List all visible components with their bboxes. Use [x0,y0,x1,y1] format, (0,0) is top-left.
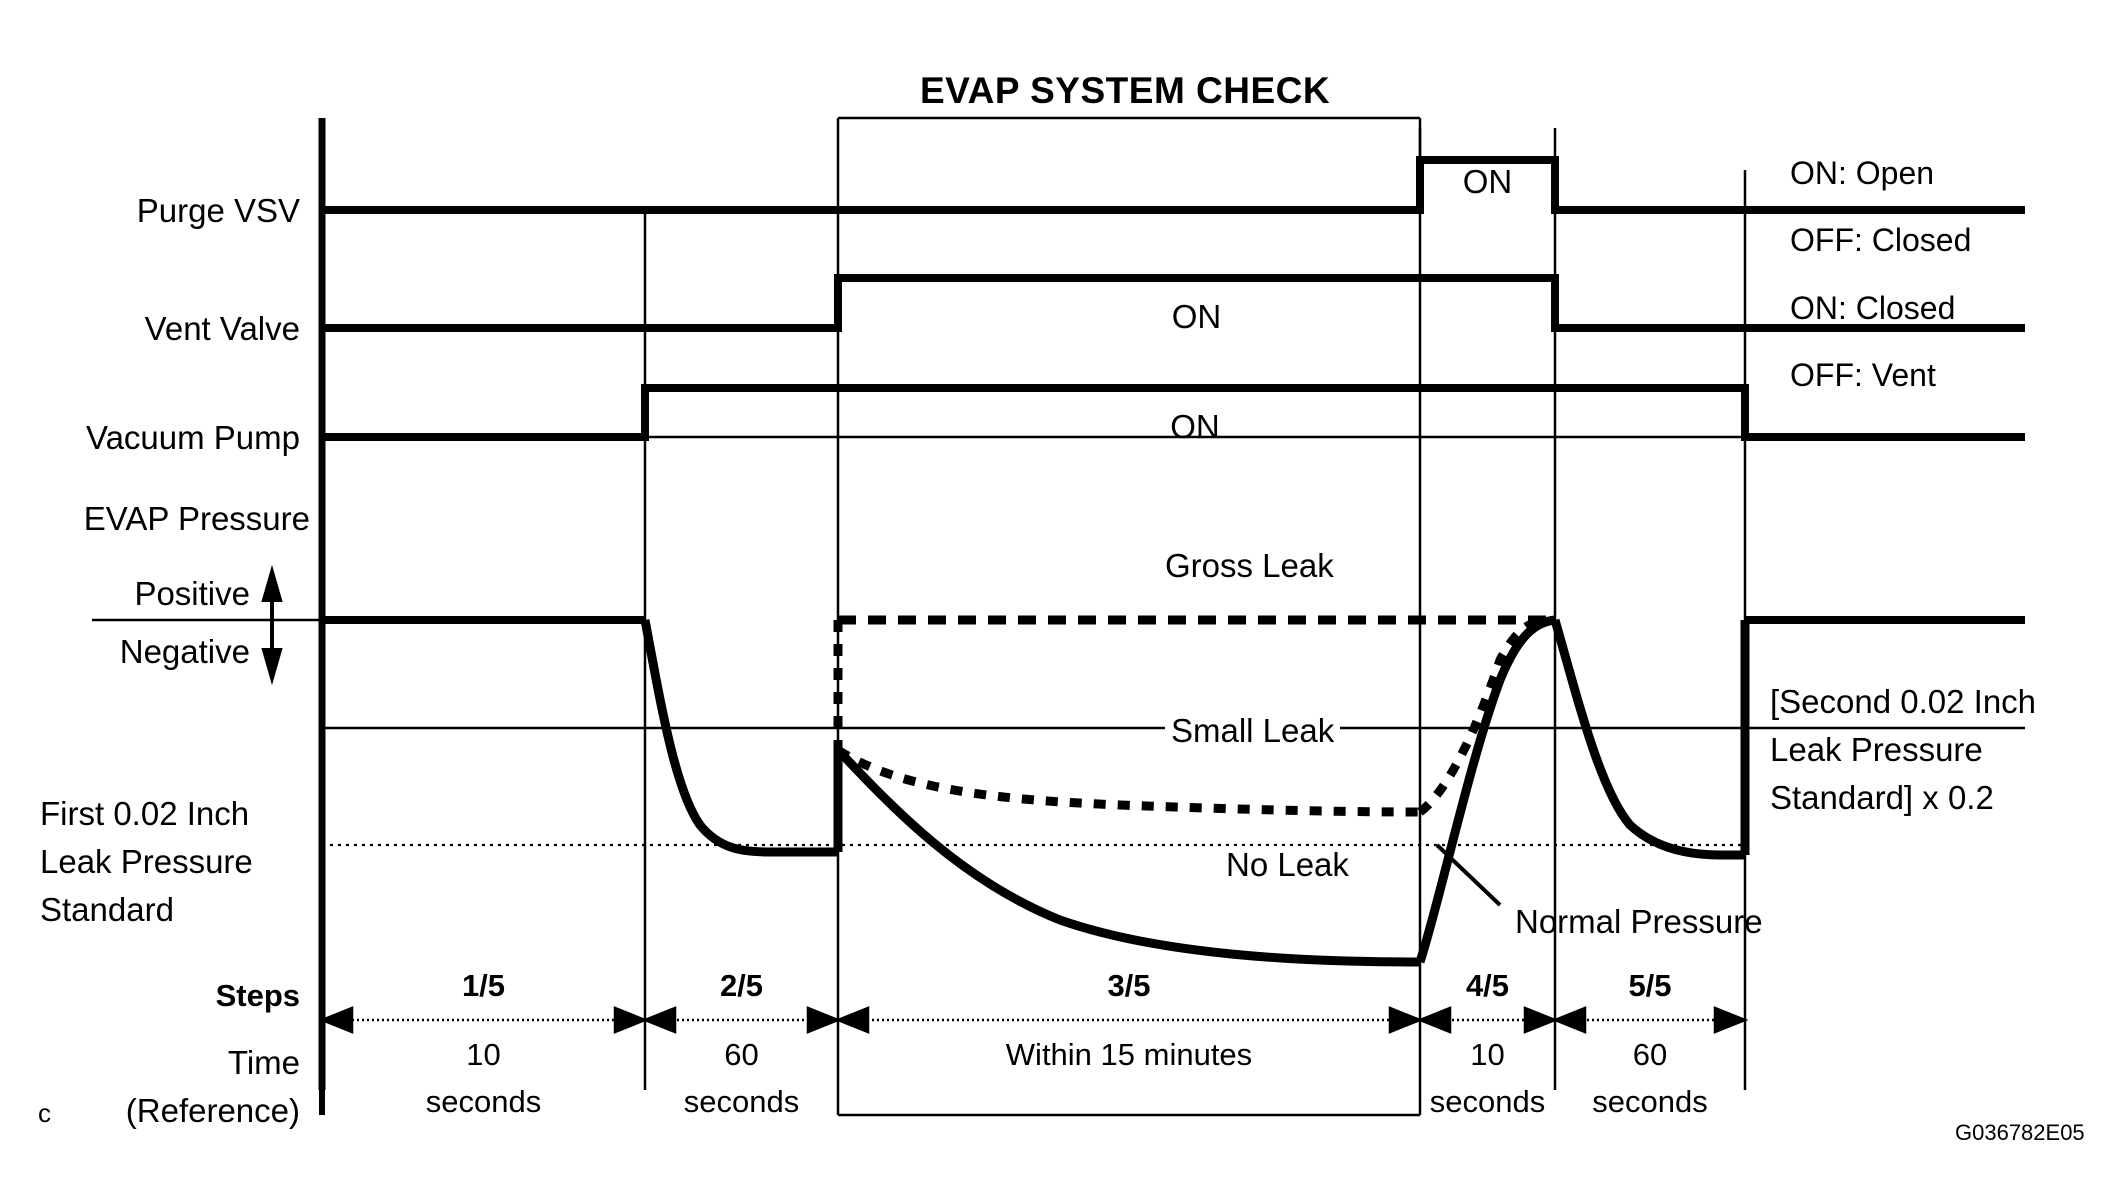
step-time-1: 10 [466,1037,501,1072]
normal-pressure-leader [1435,843,1502,907]
purge-vsv-on-label: ON [1462,163,1513,200]
step-time-2: 60 [724,1037,759,1072]
legend-on-open: ON: Open [1790,155,1935,191]
steps-axis [318,1006,1749,1034]
vacuum-pump-trace [322,384,2025,441]
step-id-1: 1/5 [461,968,506,1003]
step-unit-1: seconds [425,1084,542,1119]
legend-on-closed: ON: Closed [1790,290,1956,326]
step-unit-2: seconds [683,1084,800,1119]
step-id-5: 5/5 [1628,968,1672,1003]
row-label-vent-valve: Vent Valve [144,310,300,347]
right-note-line1: [Second 0.02 Inch [1770,683,2037,720]
step-id-4: 4/5 [1465,968,1510,1003]
legend-separator-lines [1745,206,2025,332]
row-label-evap-pressure: EVAP Pressure [83,500,310,537]
no-leak-curve [640,615,1750,967]
legend-off-vent: OFF: Vent [1790,357,1936,393]
vent-valve-on-label: ON [1171,298,1222,335]
row-label-vacuum-pump: Vacuum Pump [86,419,300,456]
step-time-5: 60 [1632,1037,1668,1072]
left-note-line2: Leak Pressure [40,843,253,880]
time-row-sublabel: (Reference) [125,1092,300,1129]
right-note-line3: Standard] x 0.2 [1770,779,1994,816]
vent-valve-trace [322,274,2025,332]
page-title: EVAP SYSTEM CHECK [920,70,1331,111]
annotation-no-leak: No Leak [1220,846,1355,884]
positive-negative-arrow [261,564,283,686]
annotation-gross-leak: Gross Leak [1165,547,1334,584]
row-label-purge-vsv: Purge VSV [136,192,300,229]
vacuum-pump-on-label: ON [1170,408,1220,445]
legend-off-closed: OFF: Closed [1790,222,1972,258]
row-label-positive: Positive [134,575,250,612]
right-note-line2: Leak Pressure [1770,731,1983,768]
annotation-small-leak: Small Leak [1165,712,1341,750]
step-id-3: 3/5 [1107,968,1151,1003]
left-note-line3: Standard [40,891,174,928]
figure-code: G036782E05 [1955,1120,2085,1145]
annotation-normal-pressure: Normal Pressure [1515,903,1763,940]
small-leak-curve [833,615,1546,817]
step-unit-4: seconds [1429,1084,1546,1119]
row-label-negative: Negative [119,633,250,670]
time-row-label: Time [227,1044,300,1081]
step-time-4: 10 [1470,1037,1505,1072]
purge-vsv-trace [322,156,2025,214]
step-time-3: Within 15 minutes [1005,1037,1253,1072]
step-id-2: 2/5 [719,968,764,1003]
left-note-line1: First 0.02 Inch [40,795,250,832]
steps-row-label: Steps [215,978,300,1013]
corner-mark: c [38,1098,51,1128]
step-unit-5: seconds [1592,1084,1708,1119]
